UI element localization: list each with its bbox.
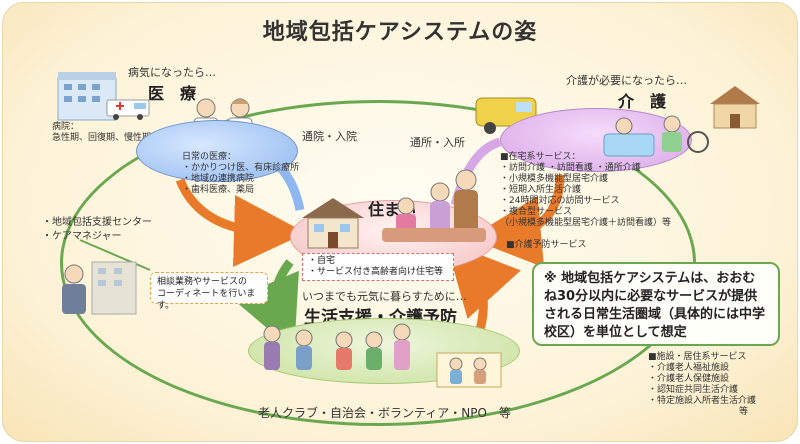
medical-heading: 医 療 bbox=[148, 84, 197, 103]
care-facility-house-icon bbox=[708, 84, 762, 130]
home-types-box: ・自宅 ・サービス付き高齢者向け住宅等 bbox=[302, 253, 454, 281]
house-icon bbox=[300, 196, 366, 250]
home-services-list: ■在宅系サービス： ・訪問介護 ・訪問看護 ・通所介護 ・小規模多機能型居宅介護… bbox=[500, 152, 672, 228]
ambulance-icon bbox=[106, 96, 152, 122]
hospital-building-icon bbox=[56, 70, 118, 122]
hospital-label: 病院： 急性期、回復期、慢性期 bbox=[52, 122, 152, 143]
support-center-line bbox=[79, 239, 151, 271]
daycare-visit-label: 通所・入所 bbox=[410, 136, 465, 149]
daily-medical-list: 日常の医療： ・かかりつけ医、有床診療所 ・地域の連携病院 ・歯科医療、薬局 bbox=[182, 152, 300, 195]
arrow-medical-to-home bbox=[175, 178, 306, 267]
care-caption: 介護が必要になったら… bbox=[566, 74, 687, 87]
support-center-list: ・地域包括支援センター ・ケアマネジャー bbox=[42, 217, 152, 242]
scope-note-box: ※ 地域包括ケアシステムは、おおむね30分以内に必要なサービスが提供される日常生… bbox=[532, 262, 780, 346]
care-manager-icon bbox=[56, 258, 138, 318]
arrow-home-to-life bbox=[232, 259, 299, 352]
care-heading: 介 護 bbox=[618, 92, 667, 111]
hospital-visit-label: 通院・入院 bbox=[302, 130, 357, 143]
family-icon bbox=[380, 166, 492, 246]
facility-services-list: ■施設・居住系サービス ・介護老人福祉施設 ・介護老人保健施設 ・認知症共同生活… bbox=[648, 352, 757, 417]
prevention-services-label: ■介護予防サービス bbox=[506, 240, 587, 250]
life-caption: いつまでも元気に暮らすために… bbox=[302, 290, 467, 303]
arrow-life-to-home bbox=[445, 241, 521, 332]
care-ellipse bbox=[500, 108, 692, 172]
medical-ellipse bbox=[136, 120, 298, 182]
arrow-care-to-home bbox=[469, 174, 565, 268]
diagram-title: 地域包括ケアシステムの姿 bbox=[262, 20, 538, 45]
community-groups-label: 老人クラブ・自治会・ボランティア・NPO 等 bbox=[258, 406, 511, 420]
walking-assist-icon bbox=[436, 352, 502, 388]
caregiver-bath-icon bbox=[600, 112, 710, 160]
coordination-box: 相談業務やサービスの コーディネートを行います。 bbox=[150, 272, 268, 311]
medical-caption: 病気になったら… bbox=[128, 66, 216, 79]
community-activities-icon bbox=[252, 320, 502, 382]
